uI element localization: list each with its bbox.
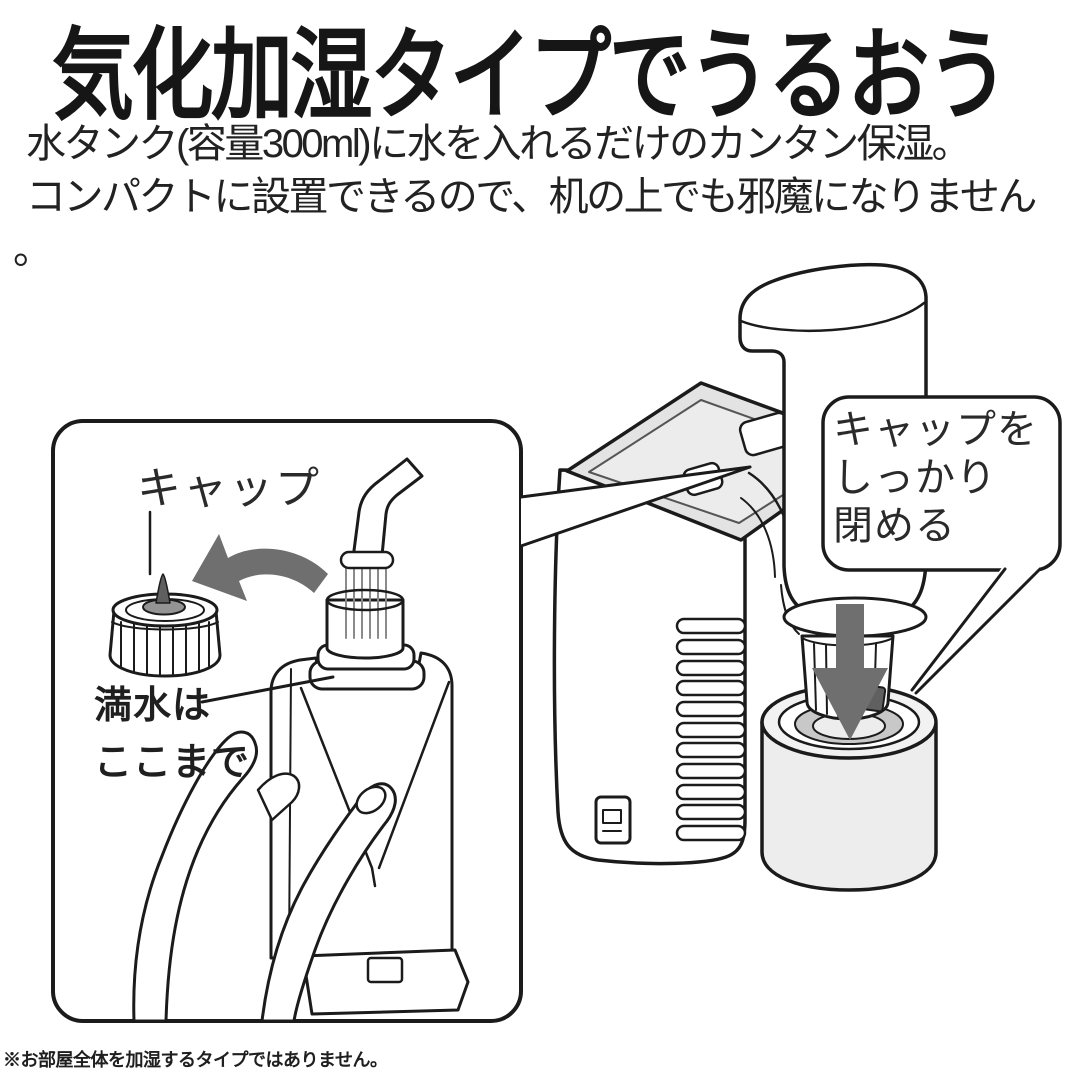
intro-paragraph: 水タンク(容量300ml)に水を入れるだけのカンタン保湿。 コンパクトに設置でき… [13, 118, 1037, 277]
intro-line-3: 。 [13, 228, 53, 272]
cap-valve-pin [155, 573, 171, 604]
speech-bubble [821, 395, 1062, 695]
cap-ribs [120, 621, 210, 677]
speech-bubble-text: キャップを しっかり 閉める [833, 406, 1038, 550]
front-switch [594, 795, 632, 845]
intro-line-2: コンパクトに設置できるので、机の上でも邪魔になりません [26, 175, 1037, 219]
hand-illustration [132, 730, 397, 1023]
insert-arrow-icon [812, 604, 888, 740]
bubble-line-3: 閉める [833, 504, 956, 548]
full-water-label: 満水は ここまで [94, 678, 250, 792]
louver-vents [675, 617, 747, 842]
footnote: ※お部屋全体を加湿するタイプではありません。 [3, 1050, 388, 1070]
wick-bristles [345, 565, 387, 639]
bubble-line-2: しっかり [833, 456, 997, 500]
full-water-line-2: ここまで [94, 742, 251, 784]
rotate-arrow-icon [192, 534, 328, 601]
full-water-line-1: 満水は [94, 685, 212, 727]
tank-spout [350, 457, 424, 568]
callout-pointer-wedge [519, 465, 752, 548]
full-water-pointer-line [200, 675, 335, 704]
intro-line-1: 水タンク(容量300ml)に水を入れるだけのカンタン保湿。 [26, 122, 972, 166]
thumb [260, 782, 397, 1023]
page-title: 気化加湿タイプでうるおう [52, 20, 1009, 132]
thumbnail [355, 785, 387, 815]
cap-illustration [108, 510, 222, 678]
funnel-line [299, 686, 377, 888]
cap-label: キャップ [137, 464, 321, 513]
bubble-line-1: キャップを [833, 408, 1038, 452]
